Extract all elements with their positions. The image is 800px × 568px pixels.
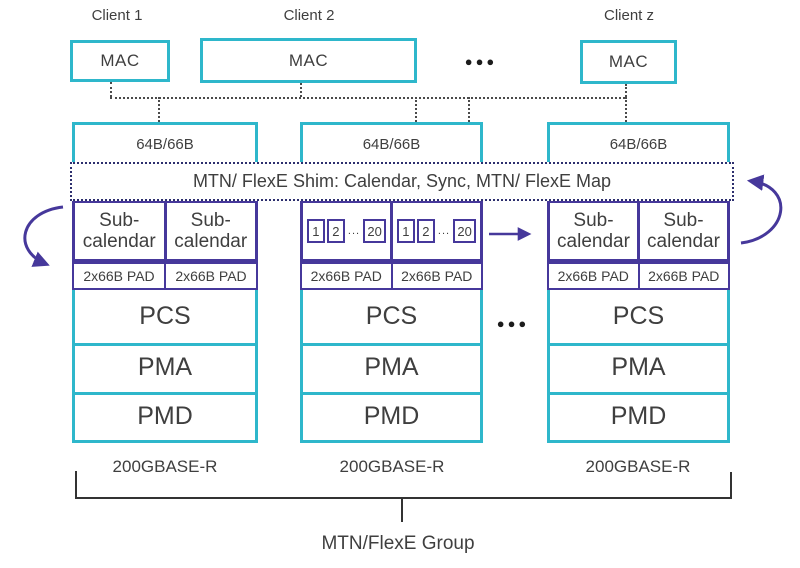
connector-bus-line [110, 97, 625, 99]
stack-3-encoding-label: 64B/66B [609, 135, 668, 153]
stack-1-pad-b: 2x66B PAD [164, 262, 258, 290]
client-z-label: Client z [603, 6, 655, 24]
pcs-label: PCS [612, 302, 665, 330]
stack-2-encoding-box: 64B/66B [303, 125, 480, 163]
shim-label: MTN/ FlexE Shim: Calendar, Sync, MTN/ Fl… [192, 171, 612, 191]
pma-label: PMA [364, 353, 419, 381]
calendar-slot-2: 2 [326, 219, 345, 243]
bracket-center-stub [401, 499, 403, 522]
stack-3-pmd-box: PMD [550, 392, 727, 440]
stack-3-pad-a: 2x66B PAD [547, 262, 640, 290]
client-1-mac-label: MAC [100, 51, 140, 70]
stack-3-encoding-box: 64B/66B [550, 125, 727, 163]
bracket-right-tick [730, 472, 732, 499]
pma-label: PMA [611, 353, 666, 381]
client-1-mac-box: MAC [70, 40, 170, 82]
stack-1-encoding-box: 64B/66B [75, 125, 255, 163]
bracket-horizontal [75, 497, 732, 499]
bracket-left-tick [75, 471, 77, 499]
stack-2-pma-box: PMA [303, 343, 480, 395]
subcal-line2: calendar [647, 231, 720, 252]
calendar-slot-ellipsis: ... [347, 225, 361, 237]
client-z-mac-box: MAC [580, 40, 677, 84]
stack-2-pcs-box: PCS [303, 290, 480, 346]
client-z-mac-label: MAC [608, 52, 649, 71]
stack-3-pma-box: PMA [550, 343, 727, 395]
stack-2-calendar-b: 1 2 ... 20 [390, 200, 483, 262]
connector-stack1-drop [158, 97, 160, 122]
pmd-label: PMD [363, 401, 420, 430]
stack-2-calendar-row: 1 2 ... 20 1 2 ... 20 [300, 200, 483, 262]
stack-2-pad-row: 2x66B PAD 2x66B PAD [300, 262, 483, 290]
pma-label: PMA [137, 353, 193, 381]
stack-3-pad-row: 2x66B PAD 2x66B PAD [547, 262, 730, 290]
stack-1-subcalendar-a: Sub-calendar [72, 200, 167, 262]
pmd-label: PMD [137, 401, 193, 430]
subcal-line2: calendar [174, 231, 248, 252]
stack-2-pad-b: 2x66B PAD [390, 262, 483, 290]
connector-stack3-drop [625, 97, 627, 122]
stack-3-subcalendar-row: Sub-calendar Sub-calendar [547, 200, 730, 262]
stack-3-phy-label: 200GBASE-R [585, 457, 691, 476]
calendar-slot-20: 20 [363, 219, 387, 243]
subcal-line1: Sub- [190, 209, 231, 231]
connector-stack2-drop-b [468, 97, 470, 122]
stack-2-pmd-box: PMD [303, 392, 480, 440]
stack-1-pmd-box: PMD [75, 392, 255, 440]
connector-macz-drop [625, 84, 627, 97]
stack-2-calendar-a: 1 2 ... 20 [300, 200, 393, 262]
stack-1-subcalendar-row: Sub-calendar Sub-calendar [72, 200, 258, 262]
calendar-slot-20: 20 [453, 219, 477, 243]
clients-ellipsis-icon: ●●● [464, 53, 498, 69]
stack-1-subcalendar-b: Sub-calendar [163, 200, 258, 262]
subcal-line2: calendar [557, 231, 630, 252]
stack-1-pad-row: 2x66B PAD 2x66B PAD [72, 262, 258, 290]
stack-1-pma-box: PMA [75, 343, 255, 395]
stack-1-pcs-box: PCS [75, 290, 255, 346]
calendar-slot-2: 2 [416, 219, 435, 243]
subcal-line2: calendar [82, 231, 156, 252]
calendar-slot-1: 1 [396, 219, 415, 243]
group-label: MTN/FlexE Group [321, 533, 475, 554]
client-2-mac-label: MAC [288, 50, 329, 70]
stacks-ellipsis-icon: ●●● [496, 315, 530, 331]
stack-2-pad-a: 2x66B PAD [300, 262, 393, 290]
stack-1-encoding-label: 64B/66B [136, 135, 194, 153]
subcal-line1: Sub- [99, 209, 140, 231]
stack-1-phy-label: 200GBASE-R [112, 457, 218, 476]
stack-1-pad-a: 2x66B PAD [72, 262, 166, 290]
stack-3-subcalendar-b: Sub-calendar [637, 200, 730, 262]
client-2-mac-box: MAC [200, 38, 417, 83]
subcal-line1: Sub- [663, 209, 704, 231]
connector-mac1-drop [110, 82, 112, 97]
left-loop-arrow-icon [23, 205, 64, 267]
subcal-line1: Sub- [573, 209, 614, 231]
client-2-label: Client 2 [283, 6, 335, 24]
stack-3-subcalendar-a: Sub-calendar [547, 200, 640, 262]
calendar-slot-1: 1 [306, 219, 325, 243]
calendar-slot-ellipsis: ... [437, 225, 451, 237]
pcs-label: PCS [365, 302, 418, 330]
stack-3-pcs-box: PCS [550, 290, 727, 346]
right-loop-arrow-icon [740, 174, 783, 245]
client-1-label: Client 1 [91, 6, 143, 24]
pcs-label: PCS [139, 302, 191, 330]
stack-2-phy-label: 200GBASE-R [339, 457, 445, 476]
connector-stack2-drop-a [415, 97, 417, 122]
stack-3-pad-b: 2x66B PAD [637, 262, 730, 290]
mtn-flexe-shim-band: MTN/ FlexE Shim: Calendar, Sync, MTN/ Fl… [70, 162, 734, 201]
pmd-label: PMD [610, 401, 667, 430]
connector-mac2-drop [300, 83, 302, 97]
stack-2-encoding-label: 64B/66B [362, 135, 421, 153]
